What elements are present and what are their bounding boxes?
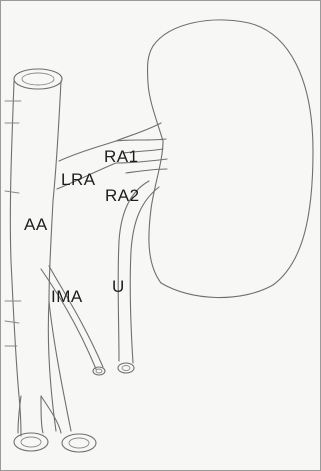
label-ra1: RA1 [104, 148, 139, 165]
iliac-right-opening [62, 434, 96, 452]
iliac-left-opening [14, 433, 48, 451]
label-ra2: RA2 [105, 187, 140, 204]
label-ima: IMA [51, 288, 83, 305]
ureter-opening [118, 363, 134, 373]
aorta-left-wall [10, 81, 21, 436]
aorta-right-wall [48, 81, 61, 431]
ureter [118, 181, 149, 361]
label-lra: LRA [61, 171, 96, 188]
ima-opening [93, 367, 105, 375]
label-u: U [112, 278, 125, 295]
renal-artery-ra1 [116, 139, 166, 141]
label-aa: AA [24, 216, 48, 233]
kidney-outline [148, 20, 313, 298]
aorta-top-opening [14, 69, 62, 89]
iliac-right-branch [49, 301, 71, 431]
